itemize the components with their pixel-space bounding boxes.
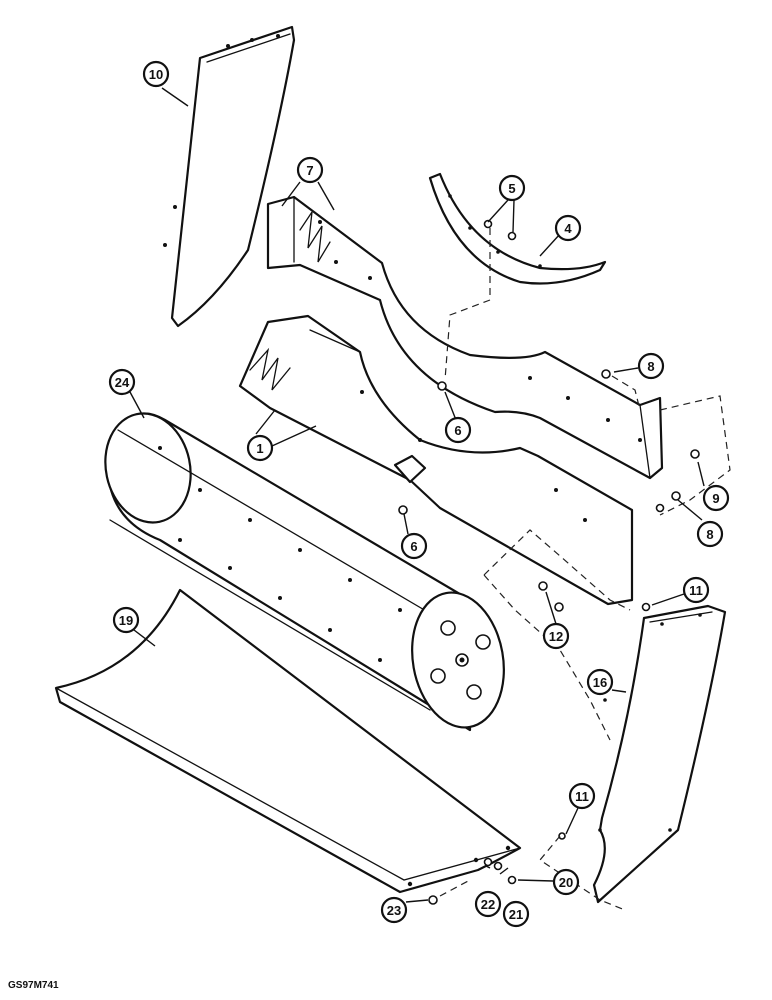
part-1-lower-beam xyxy=(238,314,634,606)
part-7-upper-beam xyxy=(266,195,664,480)
svg-text:21: 21 xyxy=(509,907,523,922)
part-24-drum xyxy=(104,412,505,732)
svg-text:22: 22 xyxy=(481,897,495,912)
callout-24: 24 xyxy=(108,368,136,396)
callout-6-upper: 6 xyxy=(444,416,472,444)
callout-7: 7 xyxy=(296,156,324,184)
svg-text:5: 5 xyxy=(508,181,515,196)
svg-text:23: 23 xyxy=(387,903,401,918)
callout-1: 1 xyxy=(246,434,274,462)
svg-text:16: 16 xyxy=(593,675,607,690)
svg-text:4: 4 xyxy=(564,221,572,236)
svg-text:1: 1 xyxy=(256,441,263,456)
callout-9: 9 xyxy=(702,484,730,512)
svg-text:6: 6 xyxy=(410,539,417,554)
callout-16: 16 xyxy=(586,668,614,696)
assembly-lines xyxy=(439,228,731,911)
figure-code: GS97M741 xyxy=(8,980,59,991)
callout-leaders xyxy=(129,87,705,903)
callout-5: 5 xyxy=(498,174,526,202)
callout-20: 20 xyxy=(552,868,580,896)
svg-text:20: 20 xyxy=(559,875,573,890)
svg-text:24: 24 xyxy=(115,375,130,390)
callout-8-lower: 8 xyxy=(696,520,724,548)
part-16-side-panel xyxy=(592,604,727,904)
part-19-concave-pan xyxy=(54,588,522,894)
callout-4: 4 xyxy=(554,214,582,242)
svg-text:8: 8 xyxy=(647,359,654,374)
hardware xyxy=(398,219,700,905)
svg-text:6: 6 xyxy=(454,423,461,438)
callout-21: 21 xyxy=(502,900,530,928)
callout-11-lower: 11 xyxy=(568,782,596,810)
svg-text:9: 9 xyxy=(712,491,719,506)
svg-text:10: 10 xyxy=(149,67,163,82)
callout-19: 19 xyxy=(112,606,140,634)
part-4-curved-strip xyxy=(428,172,607,285)
svg-text:12: 12 xyxy=(549,629,563,644)
callout-11-upper: 11 xyxy=(682,576,710,604)
part-10-side-panel xyxy=(163,25,296,328)
svg-text:11: 11 xyxy=(575,789,589,804)
callout-8-upper: 8 xyxy=(637,352,665,380)
svg-text:8: 8 xyxy=(706,527,713,542)
callout-10: 10 xyxy=(142,60,170,88)
callout-6-lower: 6 xyxy=(400,532,428,560)
callout-12: 12 xyxy=(542,622,570,650)
svg-text:19: 19 xyxy=(119,613,133,628)
svg-text:11: 11 xyxy=(689,583,703,598)
callouts: 10 7 5 4 8 6 1 24 9 8 6 11 12 19 16 11 2… xyxy=(108,60,730,928)
svg-text:7: 7 xyxy=(306,163,313,178)
callout-23: 23 xyxy=(380,896,408,924)
callout-22: 22 xyxy=(474,890,502,918)
